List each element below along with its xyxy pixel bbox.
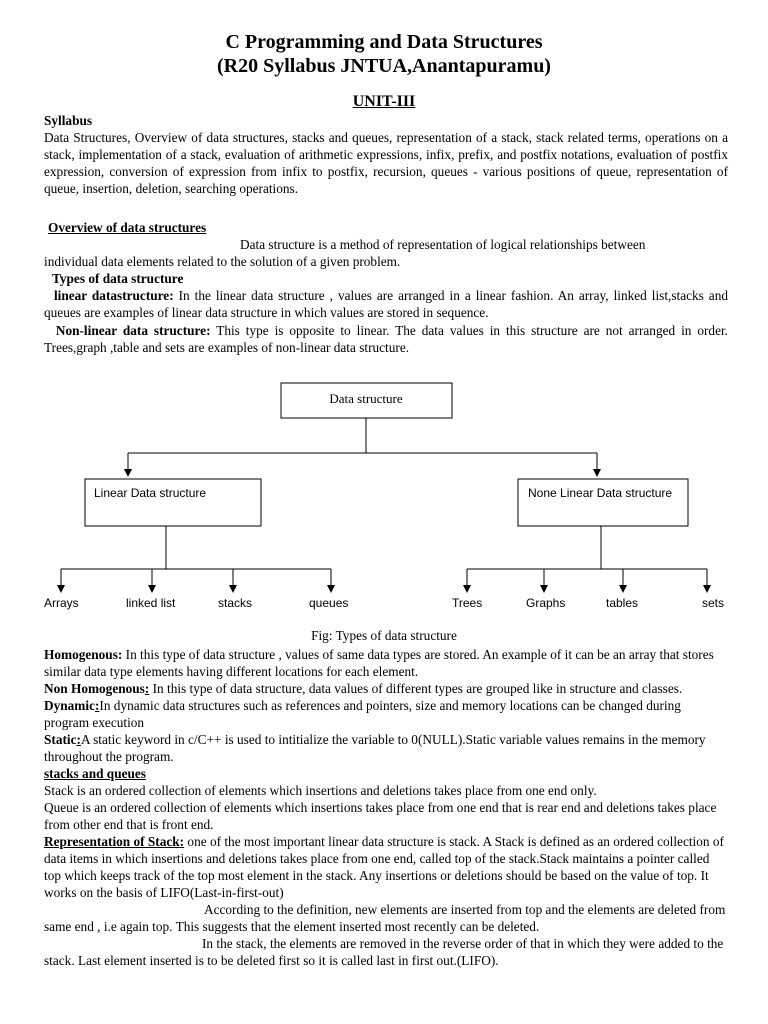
leaf-linked-list: linked list bbox=[126, 596, 176, 610]
nonhomogenous-colon: : bbox=[144, 681, 150, 696]
static-label: Static bbox=[44, 732, 77, 747]
static-paragraph: Static:A static keyword in c/C++ is used… bbox=[44, 731, 728, 765]
overview-heading: Overview of data structures bbox=[48, 220, 207, 235]
linear-text: In the linear data structure , values ar… bbox=[44, 288, 729, 320]
representation-paragraph: Representation of Stack: one of the most… bbox=[44, 833, 728, 901]
homogenous-paragraph: Homogenous: In this type of data structu… bbox=[44, 646, 728, 680]
overview-line2: individual data elements related to the … bbox=[44, 254, 401, 269]
leaf-graphs: Graphs bbox=[526, 596, 565, 610]
nonhomogenous-text: In this type of data structure, data val… bbox=[149, 681, 683, 696]
data-structure-diagram: Data structure Linear Data structure Non… bbox=[44, 382, 724, 610]
representation-text: one of the most important linear data st… bbox=[44, 834, 724, 900]
homogenous-text: In this type of data structure , values … bbox=[44, 647, 714, 679]
nonlinear-box-label: None Linear Data structure bbox=[528, 486, 672, 500]
syllabus-text: Data Structures, Overview of data struct… bbox=[44, 130, 728, 196]
syllabus-heading: Syllabus bbox=[44, 113, 93, 128]
nonlinear-box bbox=[517, 478, 689, 527]
figure-caption: Fig: Types of data structure bbox=[311, 628, 457, 643]
dynamic-colon: : bbox=[94, 698, 100, 713]
syllabus-section: Syllabus Data Structures, Overview of da… bbox=[44, 112, 728, 197]
nonhomogenous-paragraph: Non Homogenous: In this type of data str… bbox=[44, 680, 728, 697]
representation-label: Representation of Stack: bbox=[44, 834, 185, 849]
leaf-arrays: Arrays bbox=[44, 596, 79, 610]
doc-subtitle: (R20 Syllabus JNTUA,Anantapuramu) bbox=[217, 55, 551, 77]
linear-box bbox=[84, 478, 262, 527]
doc-title: C Programming and Data Structures bbox=[225, 31, 543, 53]
dynamic-text: In dynamic data structures such as refer… bbox=[44, 698, 681, 730]
queue-definition: Queue is an ordered collection of elemen… bbox=[44, 800, 717, 832]
stacks-heading: stacks and queues bbox=[44, 766, 146, 781]
definition-paragraph: According to the definition, new element… bbox=[44, 902, 726, 934]
overview-line1: Data structure is a method of representa… bbox=[240, 237, 646, 252]
homogenous-label: Homogenous: bbox=[44, 647, 123, 662]
linear-label: linear datastructure: bbox=[53, 288, 174, 303]
leaf-trees: Trees bbox=[452, 596, 482, 610]
static-text: A static keyword in c/C++ is used to int… bbox=[44, 732, 706, 764]
terms-section: Homogenous: In this type of data structu… bbox=[44, 646, 728, 969]
leaf-sets: sets bbox=[702, 596, 724, 610]
unit-heading: UNIT-III bbox=[352, 93, 416, 110]
nonlinear-paragraph: Non-linear data structure: This type is … bbox=[44, 322, 728, 356]
leaf-stacks: stacks bbox=[218, 596, 252, 610]
root-label: Data structure bbox=[329, 391, 403, 406]
nonlinear-text: This type is opposite to linear. The dat… bbox=[44, 323, 728, 355]
nonhomogenous-label: Non Homogenous bbox=[44, 681, 145, 696]
root-box bbox=[280, 382, 453, 419]
reverse-order-paragraph: In the stack, the elements are removed i… bbox=[44, 936, 724, 968]
leaf-tables: tables bbox=[606, 596, 638, 610]
types-heading: Types of data structure bbox=[52, 271, 184, 286]
linear-paragraph: linear datastructure: In the linear data… bbox=[44, 287, 728, 321]
linear-box-label: Linear Data structure bbox=[94, 486, 206, 500]
dynamic-paragraph: Dynamic:In dynamic data structures such … bbox=[44, 697, 728, 731]
nonlinear-label: Non-linear data structure: bbox=[55, 323, 211, 338]
static-colon: : bbox=[76, 732, 81, 747]
stack-definition: Stack is an ordered collection of elemen… bbox=[44, 783, 597, 798]
dynamic-label: Dynamic bbox=[44, 698, 95, 713]
overview-section: Overview of data structures Data structu… bbox=[44, 219, 728, 356]
leaf-queues: queues bbox=[309, 596, 348, 610]
